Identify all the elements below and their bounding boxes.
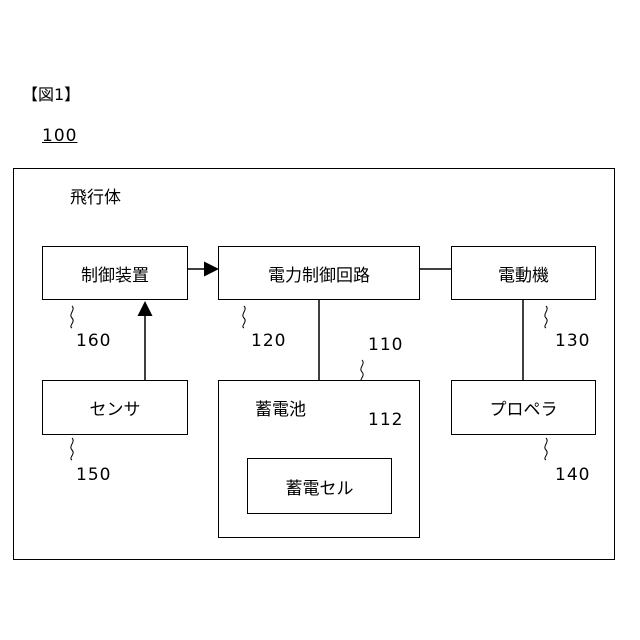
leader-160 [71,306,73,328]
sensor-label: センサ [90,395,141,420]
propeller-label: プロペラ [490,395,558,420]
motor-label: 電動機 [498,261,549,286]
power-circuit-label: 電力制御回路 [268,261,370,286]
controller-label: 制御装置 [81,261,149,286]
leader-120 [243,306,245,328]
leader-130 [545,306,547,328]
leader-150 [71,438,73,460]
power-circuit-box: 電力制御回路 [218,246,420,300]
ref-controller: 160 [76,331,111,351]
leader-110 [361,360,363,382]
propeller-box: プロペラ [451,380,596,435]
ref-propeller: 140 [555,465,590,485]
ref-sensor: 150 [76,465,111,485]
motor-box: 電動機 [451,246,596,300]
ref-motor: 130 [555,331,590,351]
leader-140 [545,438,547,460]
cell-label: 蓄電セル [286,474,354,499]
ref-power-circuit: 120 [251,331,286,351]
controller-box: 制御装置 [42,246,188,300]
sensor-box: センサ [42,380,188,435]
battery-label: 蓄電池 [255,400,306,420]
ref-cell: 112 [368,410,403,430]
ref-battery: 110 [368,335,403,355]
cell-box: 蓄電セル [247,458,392,514]
